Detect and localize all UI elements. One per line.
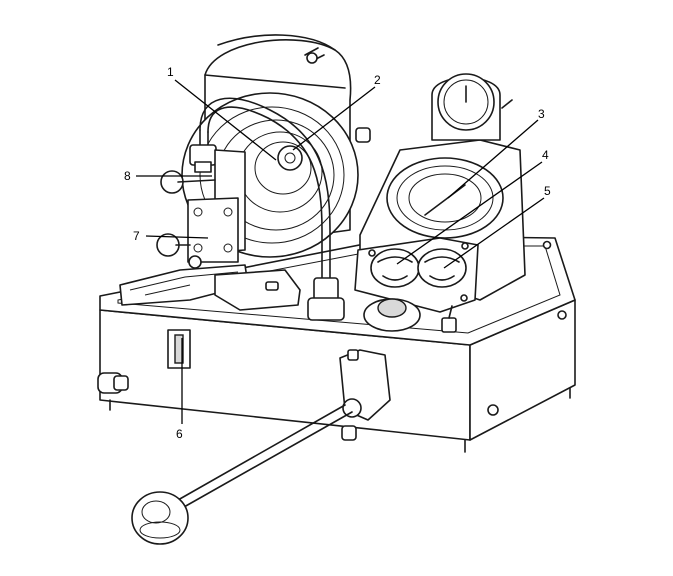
valve-knob-4 bbox=[370, 248, 420, 288]
leader-4 bbox=[396, 161, 543, 265]
callout-1: 1 bbox=[167, 65, 174, 79]
valve-knob-5 bbox=[417, 248, 467, 288]
leader-3 bbox=[447, 119, 539, 199]
pump-lever bbox=[131, 349, 391, 545]
callout-7: 7 bbox=[133, 229, 140, 243]
callout-5: 5 bbox=[544, 184, 551, 198]
callout-4: 4 bbox=[542, 148, 549, 162]
leader-2 bbox=[292, 86, 376, 151]
supply-pipes bbox=[189, 97, 345, 321]
callout-2: 2 bbox=[374, 73, 381, 87]
callout-6: 6 bbox=[176, 427, 183, 441]
leader-7 bbox=[145, 235, 209, 239]
gauge-tower bbox=[354, 73, 526, 333]
callout-8: 8 bbox=[124, 169, 131, 183]
callout-labels: 1 2 3 4 5 6 7 8 bbox=[124, 65, 551, 441]
nozzle-bracket bbox=[156, 149, 246, 263]
slide-rail bbox=[119, 255, 301, 311]
leader-1 bbox=[174, 79, 277, 161]
callout-3: 3 bbox=[538, 107, 545, 121]
leader-5 bbox=[443, 197, 545, 269]
leader-lines bbox=[136, 79, 545, 424]
side-knob bbox=[97, 372, 129, 394]
sight-glass bbox=[167, 329, 191, 369]
